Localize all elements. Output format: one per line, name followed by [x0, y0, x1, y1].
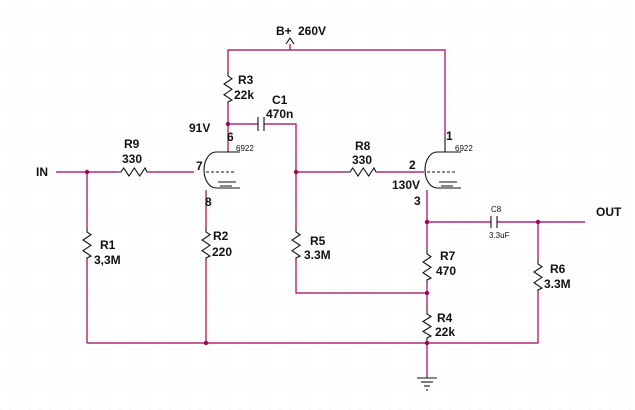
ground-icon — [417, 377, 437, 391]
v2-pin-plate: 1 — [446, 129, 453, 143]
junction-dot — [424, 340, 430, 346]
r2-value: 220 — [212, 245, 232, 259]
v2-cathode-voltage: 130V — [392, 178, 420, 192]
junction-dot — [203, 340, 209, 346]
r9-symbol — [117, 166, 148, 177]
wires — [56, 44, 585, 378]
v1-pin-plate: 6 — [227, 130, 234, 144]
r8-value: 330 — [352, 153, 372, 167]
r5-value: 3.3M — [304, 248, 331, 262]
r3-ref: R3 — [238, 73, 254, 87]
r6-ref: R6 — [550, 262, 566, 276]
v2-pin-grid: 2 — [409, 158, 416, 172]
c1-ref: C1 — [272, 93, 288, 107]
junction-dot — [293, 169, 299, 175]
r5-ref: R5 — [310, 234, 326, 248]
output-port-label: OUT — [596, 205, 622, 219]
r7-symbol — [422, 250, 433, 282]
r3-symbol — [223, 72, 234, 104]
r5-symbol — [291, 228, 302, 260]
r4-ref: R4 — [437, 311, 453, 325]
r6-value: 3.3M — [544, 277, 571, 291]
junctions — [84, 121, 541, 346]
tube-v2 — [424, 137, 461, 189]
input-port-label: IN — [36, 165, 48, 179]
v1-tube-type: 6922 — [236, 144, 254, 153]
r8-ref: R8 — [355, 139, 371, 153]
tube-v2-cathode — [437, 181, 461, 189]
r9-value: 330 — [122, 152, 142, 166]
r7-value: 470 — [436, 264, 456, 278]
c1-value: 470n — [266, 107, 293, 121]
v2-tube-type: 6922 — [455, 144, 473, 153]
supply-label: B+ — [276, 24, 292, 38]
r8-symbol — [346, 166, 377, 177]
junction-dot — [535, 219, 541, 225]
v1-pin-grid: 7 — [196, 159, 203, 173]
capacitor-symbols — [257, 117, 498, 228]
supply-arrow-icon — [285, 37, 295, 45]
c8-ref: C8 — [491, 205, 502, 214]
junction-dot — [424, 290, 430, 296]
r2-ref: R2 — [213, 229, 229, 243]
r4-value: 22k — [435, 325, 455, 339]
r2-symbol — [201, 228, 212, 260]
r1-value: 3,3M — [94, 253, 121, 267]
r1-symbol — [82, 228, 93, 260]
r7-ref: R7 — [440, 249, 456, 263]
r9-ref: R9 — [124, 137, 140, 151]
tube-v1 — [203, 150, 240, 189]
r6-symbol — [533, 260, 544, 292]
v1-plate-voltage: 91V — [189, 121, 210, 135]
c8-value: 3.3uF — [489, 231, 510, 240]
junction-dot — [424, 219, 430, 225]
junction-dot — [84, 169, 90, 175]
tube-v2-envelope — [424, 151, 438, 189]
r6-bottom-wire — [427, 292, 539, 344]
r3-value: 22k — [234, 88, 254, 102]
resistor-symbols — [82, 72, 544, 340]
tube-v1-cathode — [216, 181, 240, 189]
c1-right-wire — [264, 123, 297, 172]
tube-v1-envelope — [203, 151, 217, 189]
v1-pin-cathode: 8 — [205, 195, 212, 209]
r4-symbol — [421, 310, 433, 340]
v2-pin-cathode: 3 — [414, 194, 421, 208]
r5-bottom-wire — [295, 260, 427, 294]
labels: B+ 260V IN OUT R3 22k C1 470n 91V 6 6922… — [36, 24, 622, 339]
bplus-rail — [227, 49, 446, 137]
junction-dot — [225, 121, 231, 127]
r1-ref: R1 — [100, 238, 116, 252]
supply-voltage: 260V — [298, 24, 326, 38]
